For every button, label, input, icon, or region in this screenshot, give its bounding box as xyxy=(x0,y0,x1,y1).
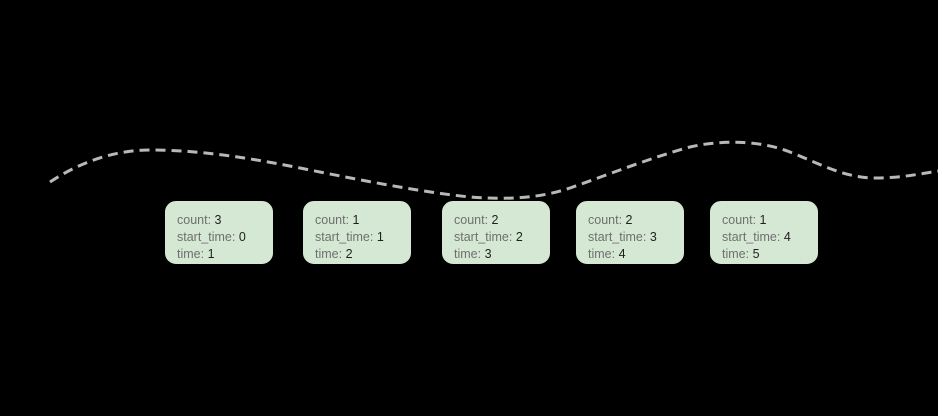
node-field-label: count: xyxy=(454,213,489,227)
node-field-label: start_time: xyxy=(588,230,647,244)
node-field-row: time: 1 xyxy=(177,246,272,263)
node-field-value: 1 xyxy=(352,213,360,227)
node-field-value: 1 xyxy=(207,247,215,261)
node-field-row: time: 3 xyxy=(454,246,549,263)
node-field-value: 2 xyxy=(491,213,499,227)
node-field-row: count: 1 xyxy=(722,212,817,229)
node-field-value: 0 xyxy=(238,230,246,244)
node-field-label: time: xyxy=(722,247,750,261)
node-field-label: count: xyxy=(588,213,623,227)
node-field-label: time: xyxy=(177,247,205,261)
node-field-row: count: 2 xyxy=(454,212,549,229)
node-field-value: 5 xyxy=(752,247,760,261)
node-field-row: start_time: 2 xyxy=(454,229,549,246)
node-field-row: start_time: 0 xyxy=(177,229,272,246)
node-field-label: time: xyxy=(454,247,482,261)
dashed-trend-line xyxy=(49,140,938,200)
node-field-row: count: 2 xyxy=(588,212,683,229)
node-field-label: time: xyxy=(588,247,616,261)
node-field-label: start_time: xyxy=(722,230,781,244)
node-field-row: count: 1 xyxy=(315,212,410,229)
node-field-row: start_time: 3 xyxy=(588,229,683,246)
node-field-value: 1 xyxy=(376,230,384,244)
node-field-label: start_time: xyxy=(177,230,236,244)
node-field-label: count: xyxy=(177,213,212,227)
node-field-value: 4 xyxy=(618,247,626,261)
node-field-row: count: 3 xyxy=(177,212,272,229)
node-field-label: count: xyxy=(722,213,757,227)
node-field-value: 3 xyxy=(484,247,492,261)
node-field-label: time: xyxy=(315,247,343,261)
node-field-row: time: 5 xyxy=(722,246,817,263)
node-field-label: count: xyxy=(315,213,350,227)
node-field-label: start_time: xyxy=(315,230,374,244)
node-field-value: 3 xyxy=(214,213,222,227)
node-field-value: 2 xyxy=(515,230,523,244)
node-field-value: 3 xyxy=(649,230,657,244)
node-field-value: 4 xyxy=(783,230,791,244)
node-field-row: time: 2 xyxy=(315,246,410,263)
node-field-label: start_time: xyxy=(454,230,513,244)
node-field-value: 2 xyxy=(345,247,353,261)
node-field-value: 2 xyxy=(625,213,633,227)
node-field-row: start_time: 4 xyxy=(722,229,817,246)
node-field-row: time: 4 xyxy=(588,246,683,263)
node-field-row: start_time: 1 xyxy=(315,229,410,246)
node-field-value: 1 xyxy=(759,213,767,227)
